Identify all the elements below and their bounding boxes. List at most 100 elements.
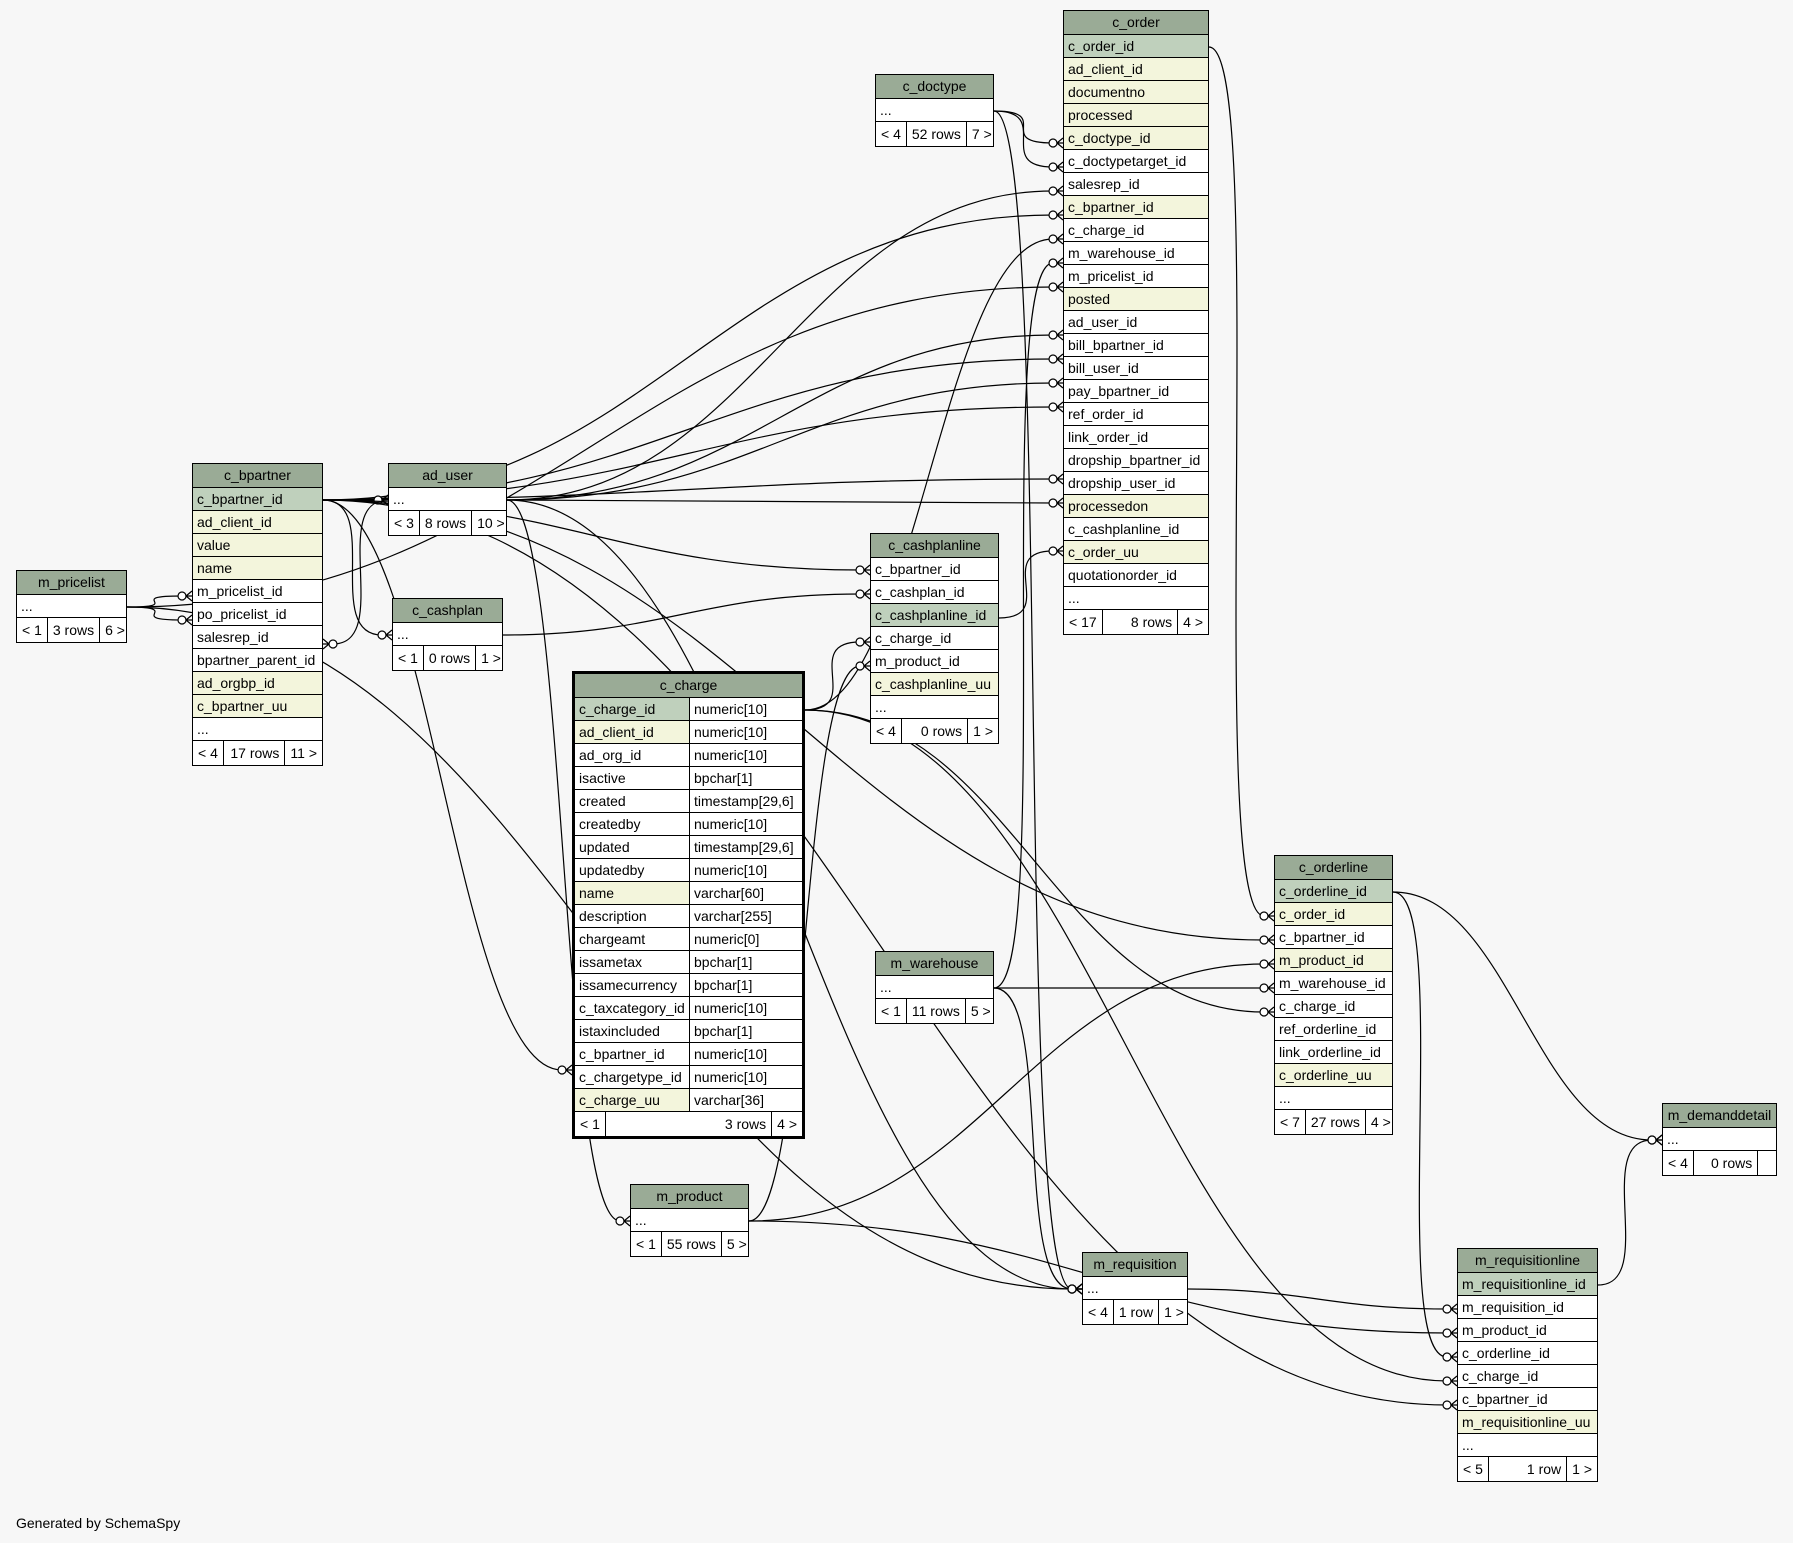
table-column-row[interactable]: ... [1083,1277,1187,1300]
table-column-row[interactable]: processedon [1064,495,1208,518]
children-count[interactable]: 11 > [284,741,322,765]
children-count[interactable]: 1 > [1158,1300,1189,1324]
parents-count[interactable]: < 1 [636,1236,656,1252]
children-count[interactable]: 4 > [1364,1110,1396,1134]
parents-count[interactable]: < 1 [580,1116,600,1132]
table-column-row[interactable]: c_order_id [1064,35,1208,58]
table-column-row[interactable]: c_cashplanline_id [1064,518,1208,541]
table-column-row[interactable]: m_pricelist_id [193,580,322,603]
table-column-row[interactable]: c_bpartner_id [1275,926,1392,949]
table-column-row[interactable]: c_doctype_id [1064,127,1208,150]
table-column-row[interactable]: ... [1275,1087,1392,1110]
parents-count[interactable]: < 4 [198,745,218,761]
table-column-row[interactable]: salesrep_id [193,626,322,649]
table-column-row[interactable]: c_bpartner_id [1458,1388,1597,1411]
parents-count[interactable]: < 4 [1668,1155,1688,1171]
table-column-row[interactable]: ad_orgbp_id [193,672,322,695]
table-column-row[interactable]: quotationorder_id [1064,564,1208,587]
table-column-row[interactable]: m_product_id [1275,949,1392,972]
table-column-row[interactable]: c_order_uu [1064,541,1208,564]
table-column-row[interactable]: ... [17,595,126,618]
table-column-row[interactable]: m_warehouse_id [1064,242,1208,265]
table-column-row[interactable]: c_bpartner_id [193,488,322,511]
table-column-row[interactable]: value [193,534,322,557]
table-column-row[interactable]: ad_client_id [193,511,322,534]
table-column-row[interactable]: pay_bpartner_id [1064,380,1208,403]
table-column-row[interactable]: m_requisitionline_uu [1458,1411,1597,1434]
table-column-row[interactable]: c_orderline_uu [1275,1064,1392,1087]
table-column-row[interactable]: c_bpartner_uu [193,695,322,718]
table-column-row[interactable]: c_cashplan_id [871,581,998,604]
table-column-row[interactable]: ... [1064,587,1208,610]
table-column-row[interactable]: c_orderline_id [1275,880,1392,903]
table-column-row[interactable]: m_requisition_id [1458,1296,1597,1319]
table-column-row[interactable]: ad_client_id [1064,58,1208,81]
table-column-row[interactable]: documentno [1064,81,1208,104]
children-count[interactable]: 7 > [965,122,997,146]
table-column-row[interactable]: salesrep_id [1064,173,1208,196]
table-column-row[interactable]: c_bpartner_id [1064,196,1208,219]
children-count[interactable]: 6 > [99,618,130,642]
table-column-row[interactable]: c_order_id [1275,903,1392,926]
table-column-row[interactable]: bill_bpartner_id [1064,334,1208,357]
parents-count[interactable]: < 4 [876,723,896,739]
table-column-row[interactable]: ... [871,696,998,719]
parents-count[interactable]: < 3 [394,515,414,531]
table-column-row[interactable]: c_charge_id [1275,995,1392,1018]
children-count[interactable]: 1 > [1566,1457,1597,1481]
table-column-row[interactable]: m_warehouse_id [1275,972,1392,995]
table-column-row[interactable]: c_orderline_id [1458,1342,1597,1365]
table-column-row[interactable]: ref_order_id [1064,403,1208,426]
table-column-row[interactable]: ... [631,1209,748,1232]
table-column-row[interactable]: bill_user_id [1064,357,1208,380]
table-column-row[interactable]: name [193,557,322,580]
parents-count[interactable]: < 17 [1069,614,1097,630]
table-column-row[interactable]: m_pricelist_id [1064,265,1208,288]
children-count[interactable]: 4 > [771,1112,802,1136]
table-column-row[interactable]: m_requisitionline_id [1458,1273,1597,1296]
table-column-row[interactable]: link_orderline_id [1275,1041,1392,1064]
children-count[interactable]: 10 > [471,511,510,535]
parents-count[interactable]: < 4 [1088,1304,1108,1320]
table-column-row[interactable]: posted [1064,288,1208,311]
table-column-row[interactable]: c_cashplanline_uu [871,673,998,696]
table-column-row[interactable]: dropship_user_id [1064,472,1208,495]
table-column-row[interactable]: po_pricelist_id [193,603,322,626]
table-column-row[interactable]: ... [389,488,506,511]
table-column-row[interactable]: m_product_id [1458,1319,1597,1342]
table-column-row[interactable]: ... [1458,1434,1597,1457]
table-column-row[interactable]: ... [876,976,993,999]
children-count[interactable]: 1 > [475,646,506,670]
table-column-row[interactable]: ... [876,99,993,122]
table-column-row[interactable]: ... [393,623,502,646]
table-column-row[interactable]: bpartner_parent_id [193,649,322,672]
children-count[interactable] [1757,1151,1776,1175]
table-column-row[interactable]: c_charge_id [1458,1365,1597,1388]
children-count[interactable]: 5 > [720,1232,752,1256]
table-column-row[interactable]: c_charge_id [1064,219,1208,242]
parents-count[interactable]: < 7 [1280,1114,1300,1130]
